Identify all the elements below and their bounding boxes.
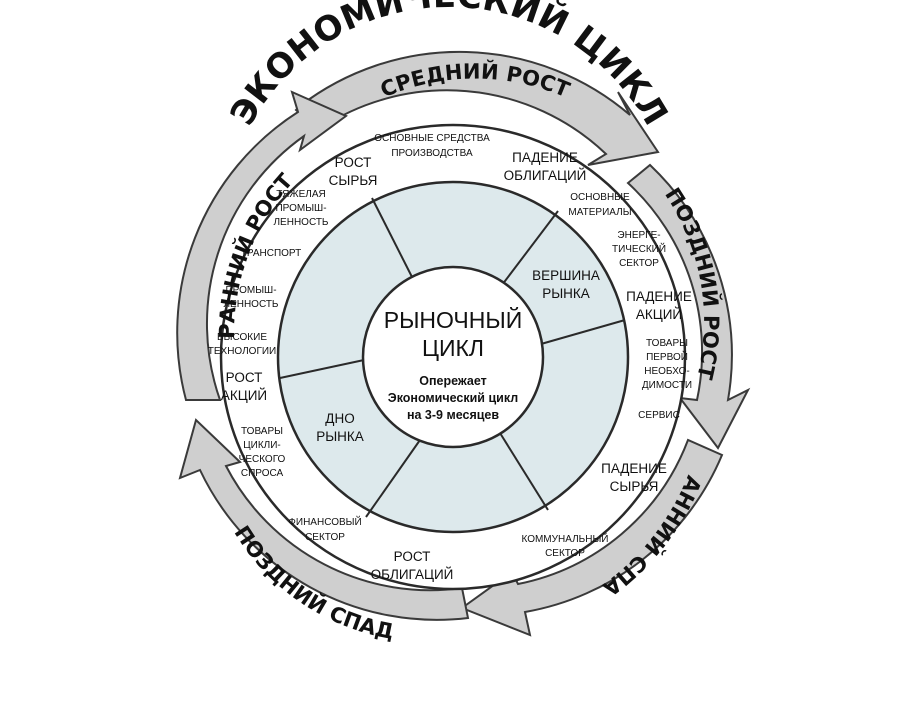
ring-stock-rise-2: АКЦИЙ [221, 388, 267, 403]
ring-bond-rise-1: РОСТ [394, 549, 431, 564]
divider-3 [540, 319, 626, 345]
sector-staples-3: НЕОБХО- [644, 366, 689, 377]
center-sub-line2: Экономический цикл [388, 391, 518, 405]
ring-commodity-fall-1: ПАДЕНИЕ [601, 461, 667, 476]
center-sub-line3: на 3-9 месяцев [407, 408, 499, 422]
ring-bond-fall-2: ОБЛИГАЦИЙ [504, 168, 587, 183]
sector-utilities-1: КОММУНАЛЬНЫЙ [521, 532, 608, 545]
sector-cyclical-4: СПРОСА [241, 468, 284, 479]
ring-commodity-rise-2: СЫРЬЯ [329, 173, 378, 188]
sector-energy-3: СЕКТОР [619, 258, 659, 269]
arrow-middle-growth [294, 50, 660, 166]
divider-5 [365, 439, 421, 518]
center-sub-line1: Опережает [419, 374, 487, 388]
sector-staples-1: ТОВАРЫ [646, 338, 688, 349]
divider-6 [279, 359, 365, 379]
arrow-late-decline [178, 418, 470, 621]
sector-heavy-1: ТЯЖЕЛАЯ [276, 189, 325, 200]
sector-energy-2: ТИЧЕСКИЙ [612, 242, 666, 255]
sector-hitech-2: ТЕХНОЛОГИИ [208, 346, 276, 357]
sector-basic-materials-1: ОСНОВНЫЕ [570, 192, 630, 203]
divider-2 [501, 210, 559, 286]
ring-stock-fall-2: АКЦИЙ [636, 307, 682, 322]
ring-stock-fall-1: ПАДЕНИЕ [626, 289, 692, 304]
sector-industrial-2: ЛЕННОСТЬ [223, 299, 278, 310]
sector-basic-materials-2: МАТЕРИАЛЫ [568, 207, 631, 218]
divider-1 [371, 197, 413, 278]
sector-staples-2: ПЕРВОЙ [646, 350, 688, 363]
center-disc [361, 265, 545, 449]
sector-transport: ТРАНСПОРТ [241, 248, 302, 259]
sector-industrial-1: ПРОМЫШ- [225, 285, 276, 296]
ring-bond-fall-1: ПАДЕНИЕ [512, 150, 578, 165]
market-bottom-line1: ДНО [325, 411, 354, 426]
divider-4 [499, 432, 549, 511]
sector-hitech-1: ВЫСОКИЕ [217, 332, 267, 343]
market-peak-line2: РЫНКА [542, 286, 590, 301]
sector-staples-4: ДИМОСТИ [642, 380, 692, 391]
ring-commodity-fall-2: СЫРЬЯ [610, 479, 659, 494]
sector-capital-goods-1: ОСНОВНЫЕ СРЕДСТВА [374, 133, 490, 144]
arrow-late-growth [626, 163, 751, 450]
ring-bond-rise-2: ОБЛИГАЦИЙ [371, 567, 454, 582]
sector-heavy-3: ЛЕННОСТЬ [273, 217, 328, 228]
sector-services: СЕРВИС [638, 410, 680, 421]
arrow-early-growth [176, 90, 348, 401]
sector-cyclical-2: ЦИКЛИ- [243, 440, 281, 451]
sector-utilities-2: СЕКТОР [545, 548, 585, 559]
market-peak-line1: ВЕРШИНА [532, 268, 600, 283]
market-bottom-line2: РЫНКА [316, 429, 364, 444]
market-ring-dividers [279, 197, 626, 518]
cycle-arrows [176, 50, 751, 637]
sector-energy-1: ЭНЕРГЕ- [617, 230, 660, 241]
ring-commodity-rise-1: РОСТ [335, 155, 372, 170]
sector-cyclical-3: ЧЕСКОГО [239, 454, 286, 465]
sector-financial-1: ФИНАНСОВЫЙ [288, 515, 361, 528]
center-title-line2: ЦИКЛ [422, 335, 484, 361]
sector-heavy-2: ПРОМЫШ- [275, 203, 326, 214]
sector-cyclical-1: ТОВАРЫ [241, 426, 283, 437]
ring-stock-rise-1: РОСТ [226, 370, 263, 385]
sector-financial-2: СЕКТОР [305, 532, 345, 543]
center-title-line1: РЫНОЧНЫЙ [384, 306, 523, 333]
sector-capital-goods-2: ПРОИЗВОДСТВА [391, 148, 473, 159]
